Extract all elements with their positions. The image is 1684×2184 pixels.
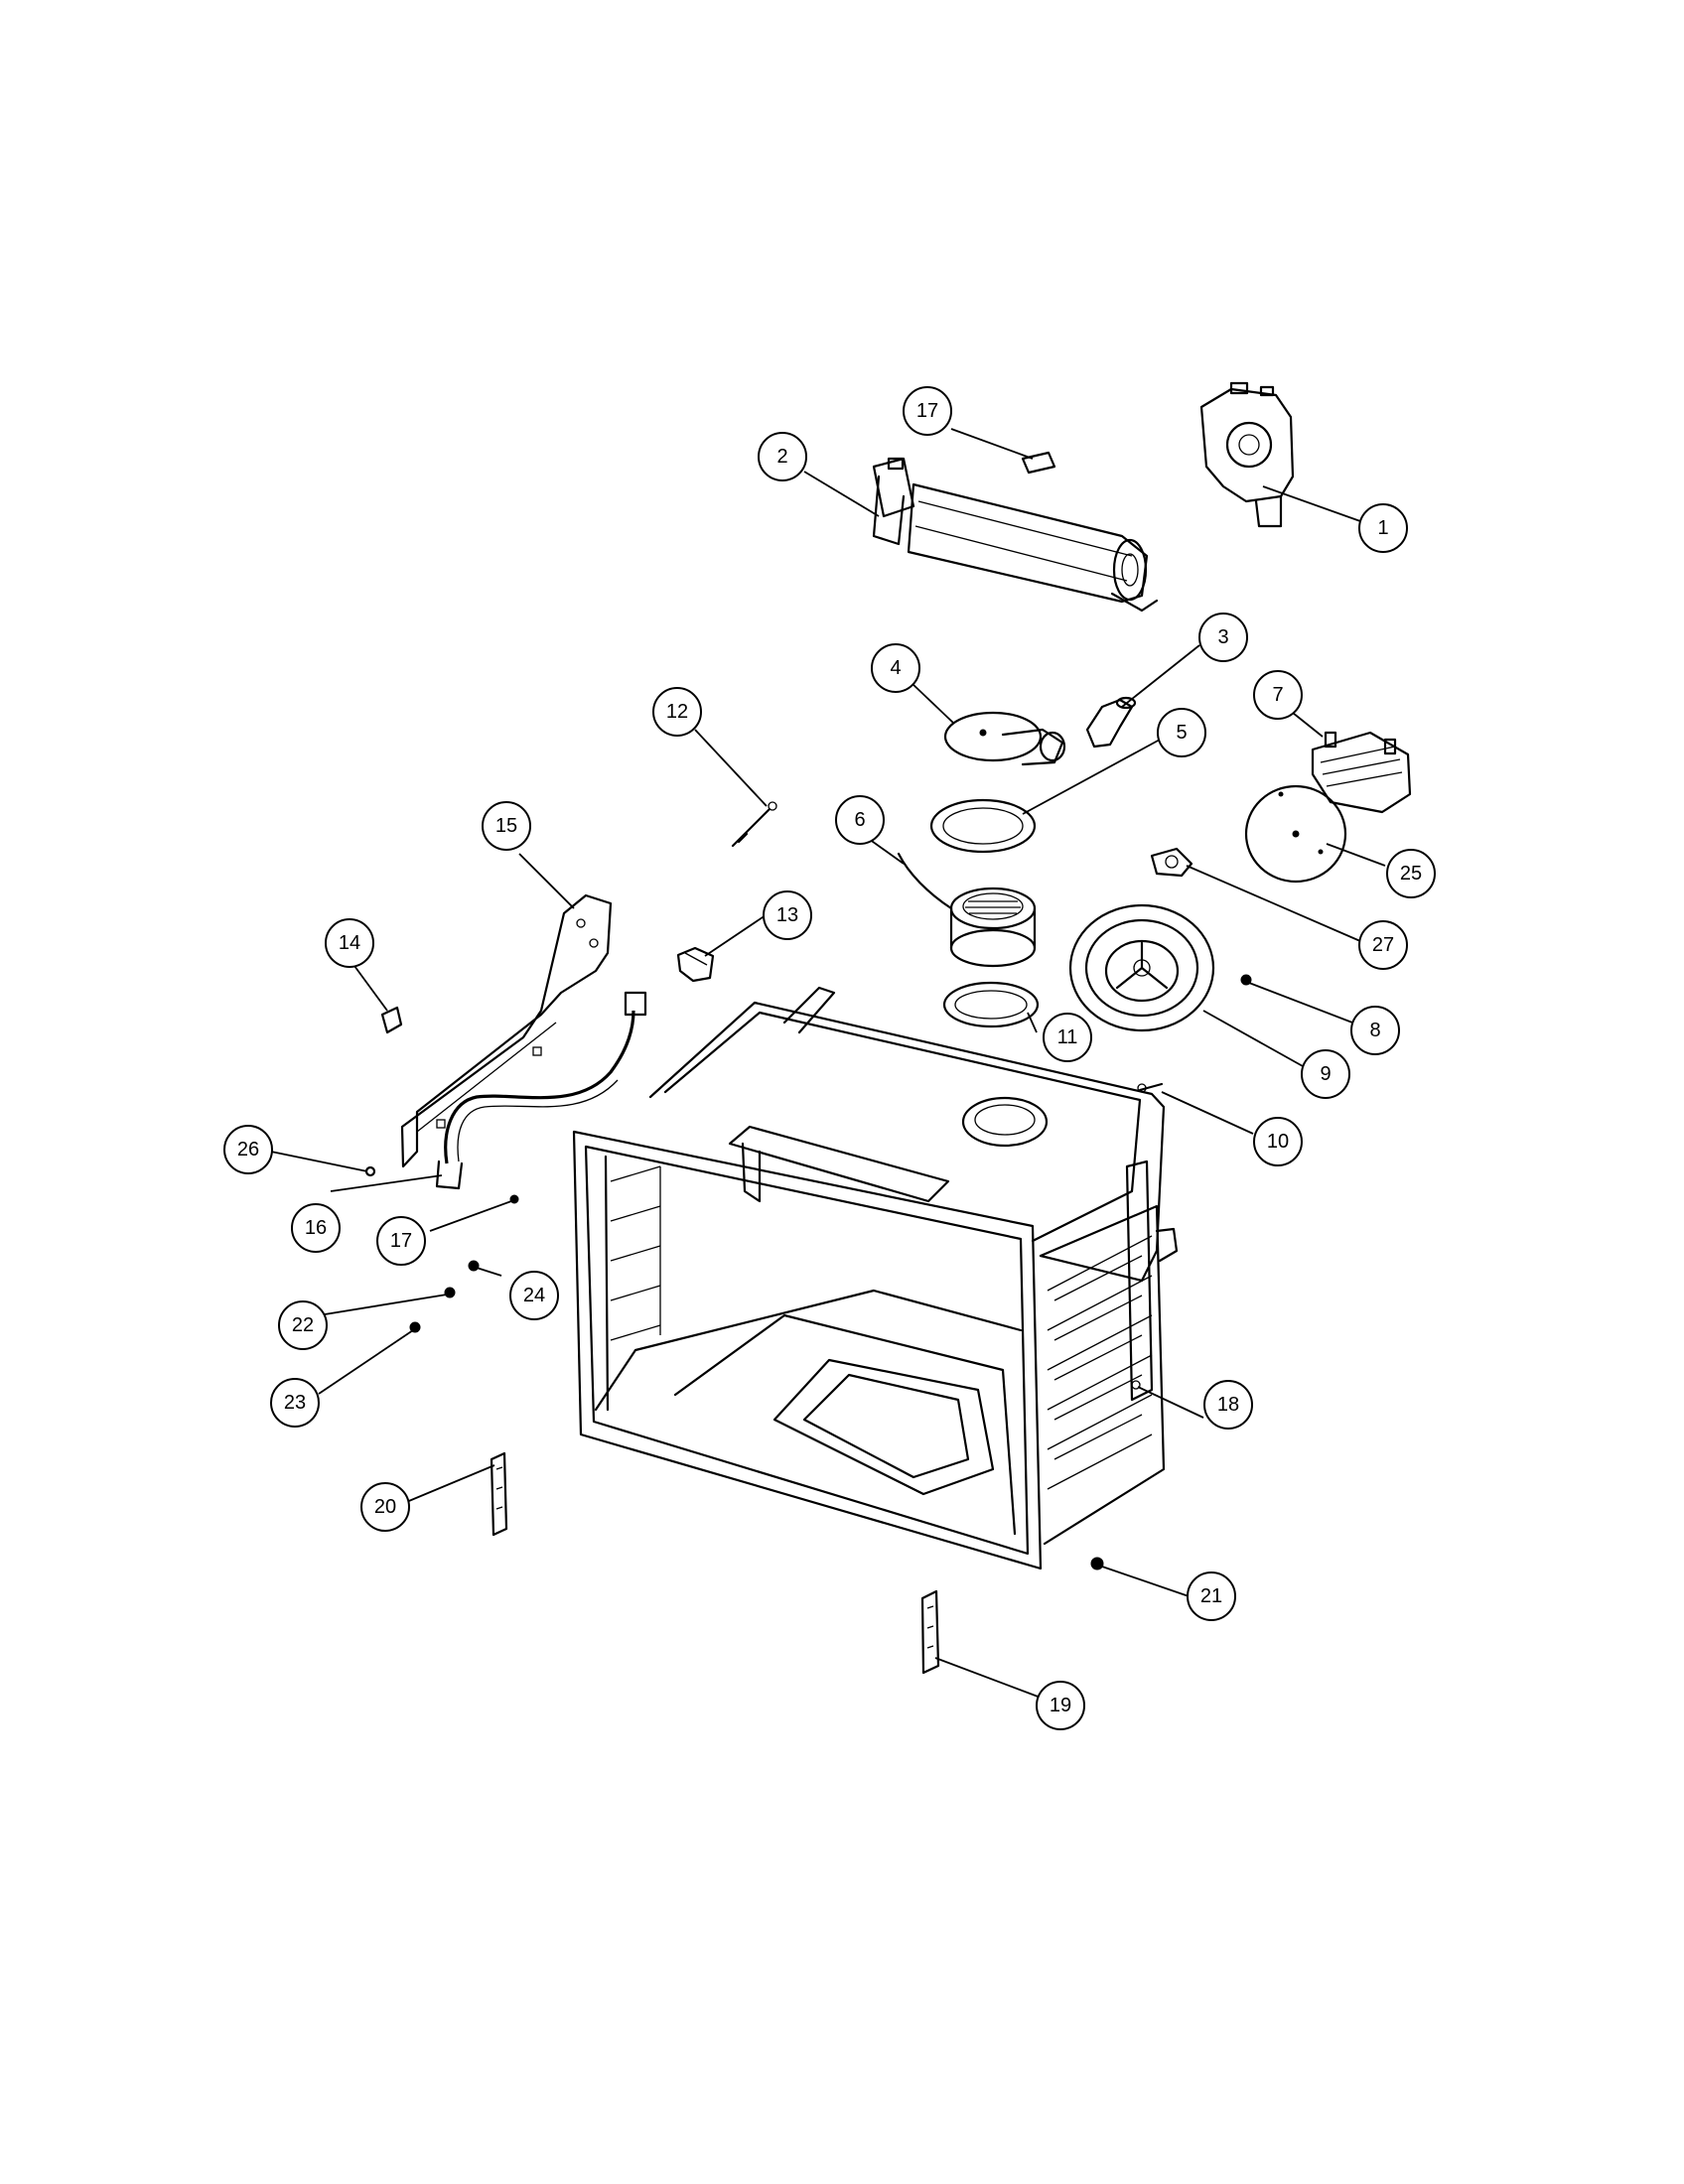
part-temp-sensor <box>731 801 777 848</box>
part-gasket-lower <box>942 981 1040 1028</box>
part-gasket-upper <box>929 798 1037 854</box>
callout-label: 27 <box>1372 934 1394 956</box>
callout-label: 11 <box>1057 1026 1078 1048</box>
callout-18: 18 <box>1203 1380 1253 1430</box>
callout-14: 14 <box>325 918 374 968</box>
callout-5: 5 <box>1157 708 1206 757</box>
leader-lines <box>270 428 1386 1699</box>
callout-17-lower: 17 <box>376 1216 426 1266</box>
callout-label: 7 <box>1272 684 1283 706</box>
oven-cavity <box>572 986 1179 1570</box>
callout-label: 6 <box>854 809 865 831</box>
callout-label: 2 <box>776 446 787 468</box>
callout-label: 15 <box>495 815 517 837</box>
callout-10: 10 <box>1253 1117 1303 1166</box>
part-fastener-17 <box>509 1194 519 1204</box>
callout-6: 6 <box>835 795 885 845</box>
callout-label: 16 <box>305 1217 327 1239</box>
callout-24: 24 <box>509 1271 559 1320</box>
callout-label: 12 <box>666 701 688 723</box>
callout-label: 13 <box>776 904 798 926</box>
part-fan-plate <box>1244 784 1347 884</box>
callout-13: 13 <box>763 890 812 940</box>
callout-19: 19 <box>1036 1681 1085 1730</box>
part-clip-top <box>1021 451 1056 475</box>
callout-label: 25 <box>1400 863 1422 885</box>
part-fastener-26 <box>364 1165 376 1177</box>
callout-17-top: 17 <box>903 386 952 436</box>
callout-label: 26 <box>237 1139 259 1160</box>
part-heating-element <box>897 852 1037 968</box>
callouts: 1 2 3 4 5 6 7 8 9 10 11 12 13 14 15 16 1… <box>223 386 1436 1730</box>
callout-2: 2 <box>758 432 807 481</box>
part-fastener-24 <box>468 1260 480 1272</box>
part-rack-support <box>1131 1380 1141 1390</box>
callout-16: 16 <box>291 1203 341 1253</box>
callout-25: 25 <box>1386 849 1436 898</box>
part-duct-elbow <box>1085 696 1137 749</box>
part-side-bracket <box>400 893 613 1168</box>
callout-label: 22 <box>292 1314 314 1336</box>
callout-label: 5 <box>1176 722 1187 744</box>
callout-12: 12 <box>652 687 702 737</box>
callout-21: 21 <box>1187 1571 1236 1621</box>
callout-15: 15 <box>482 801 531 851</box>
callout-label: 4 <box>890 657 901 679</box>
callout-26: 26 <box>223 1125 273 1174</box>
part-fastener-21 <box>1090 1557 1104 1570</box>
part-nut <box>1240 974 1252 986</box>
callout-label: 17 <box>390 1230 412 1252</box>
callout-label: 18 <box>1217 1394 1239 1416</box>
callout-3: 3 <box>1198 613 1248 662</box>
callout-11: 11 <box>1043 1013 1092 1062</box>
callout-label: 19 <box>1050 1695 1071 1716</box>
callout-9: 9 <box>1301 1049 1350 1099</box>
callout-label: 3 <box>1217 626 1228 648</box>
part-fastener-22 <box>444 1287 456 1298</box>
part-hinge-right <box>920 1589 940 1675</box>
callout-label: 17 <box>916 400 938 422</box>
callout-label: 20 <box>374 1496 396 1518</box>
part-switch-bracket <box>676 946 715 983</box>
part-fan-baffle <box>1068 903 1215 1032</box>
callout-20: 20 <box>360 1482 410 1532</box>
callout-23: 23 <box>270 1378 320 1428</box>
callout-label: 1 <box>1377 517 1388 539</box>
callout-label: 21 <box>1200 1585 1222 1607</box>
part-element-housing <box>943 711 1066 766</box>
callout-label: 9 <box>1320 1063 1331 1085</box>
callout-label: 23 <box>284 1392 306 1414</box>
part-hinge-left <box>490 1451 508 1537</box>
callout-8: 8 <box>1350 1006 1400 1055</box>
callout-label: 10 <box>1267 1131 1289 1153</box>
part-convection-motor <box>1311 731 1412 814</box>
callout-label: 24 <box>523 1285 545 1306</box>
callout-27: 27 <box>1358 920 1408 970</box>
callout-label: 14 <box>339 932 360 954</box>
part-wire-clip <box>380 1006 403 1034</box>
part-blower-housing <box>1199 381 1295 528</box>
part-thermostat <box>1150 847 1193 878</box>
callout-1: 1 <box>1358 503 1408 553</box>
part-tangential-fan <box>872 457 1159 613</box>
callout-label: 8 <box>1369 1020 1380 1041</box>
callout-22: 22 <box>278 1300 328 1350</box>
part-wire-harness <box>435 991 647 1190</box>
callout-4: 4 <box>871 643 920 693</box>
callout-7: 7 <box>1253 670 1303 720</box>
